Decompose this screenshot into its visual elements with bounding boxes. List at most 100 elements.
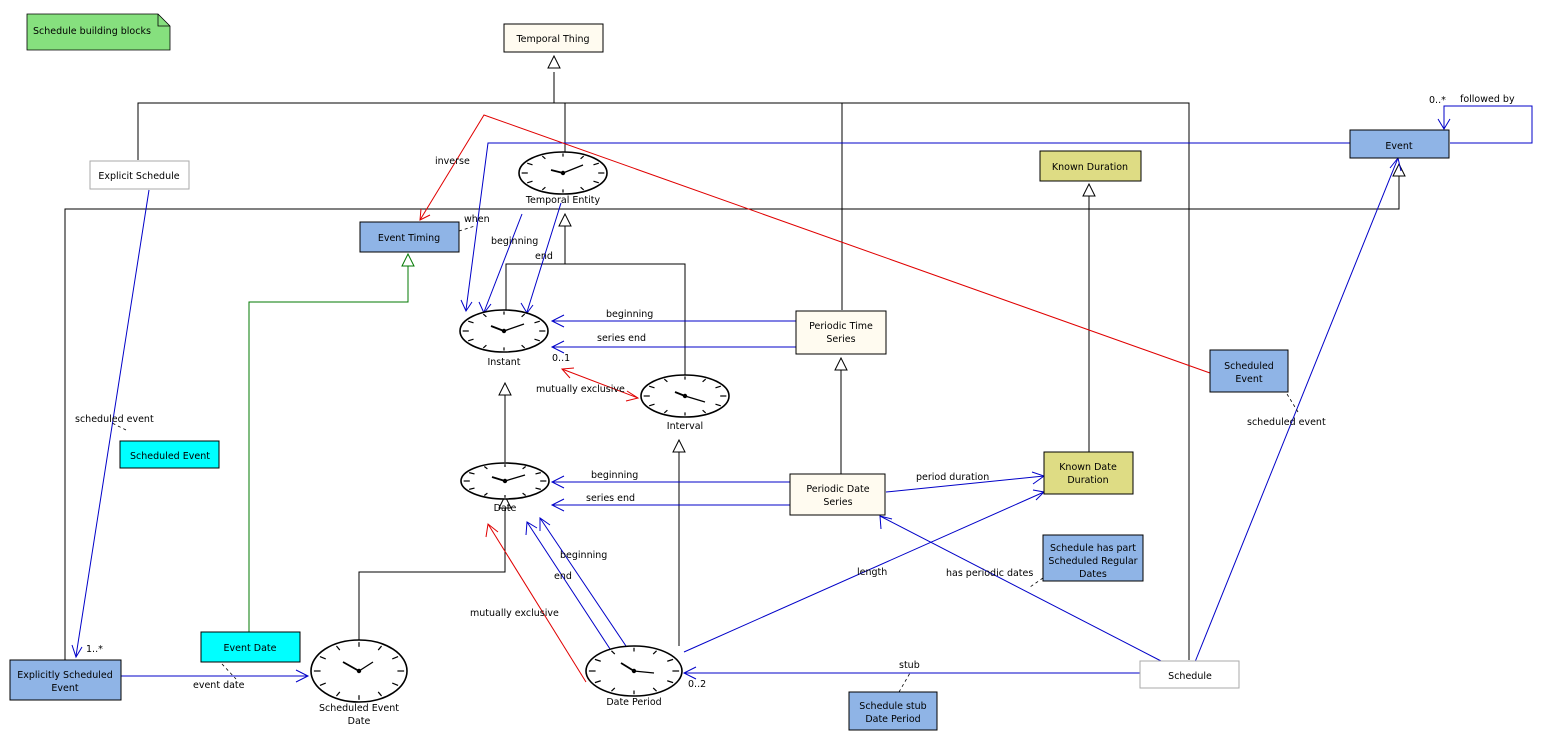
class-label: Scheduled Regular [1048, 556, 1137, 567]
class-label: Periodic Time [809, 321, 873, 332]
class-label: Schedule [1168, 671, 1212, 682]
association-arrowheads [71, 118, 1451, 683]
class-label: Known Duration [1052, 162, 1128, 173]
class-temporal-thing[interactable]: Temporal Thing [503, 23, 604, 53]
label-has-periodic-dates: has periodic dates [946, 568, 1033, 579]
label-series-end: series end [597, 333, 646, 344]
class-label: Event [1385, 141, 1412, 152]
clock-label: Date [494, 503, 517, 514]
clock-label: Scheduled Event [319, 703, 399, 714]
clock-center [682, 393, 688, 399]
class-explicitly-scheduled-event[interactable]: Explicitly Scheduled Event [9, 659, 122, 701]
class-label: Scheduled [1224, 361, 1274, 372]
clock-classes: Temporal EntityInstantIntervalDateSchedu… [310, 151, 730, 727]
class-label: Duration [1067, 475, 1108, 486]
class-label: Explicit Schedule [98, 171, 179, 182]
clock-minute-hand [684, 395, 706, 403]
class-label: Event [1235, 374, 1262, 385]
clock-center [502, 478, 508, 484]
label-multiplicity: 1..* [86, 644, 103, 655]
note-text: Schedule building blocks [33, 26, 151, 37]
class-label: Known Date [1059, 462, 1117, 473]
clock-ticks [463, 464, 547, 498]
class-label: Series [826, 334, 855, 345]
clock-ticks [588, 647, 680, 695]
note-scheduled-event[interactable]: Scheduled Event [119, 440, 220, 469]
clock-minute-hand [504, 474, 526, 482]
label-mutually-exclusive: mutually exclusive [470, 608, 559, 619]
class-schedule[interactable]: Schedule [1139, 660, 1240, 689]
clock-hour-hand [490, 325, 505, 332]
label-scheduled-event: scheduled event [1247, 417, 1326, 428]
class-schedule-stub-date-period[interactable]: Schedule stub Date Period [848, 691, 938, 731]
note-event-date[interactable]: Event Date [200, 631, 301, 663]
class-scheduled-event[interactable]: Scheduled Event [1209, 349, 1289, 393]
clock-center [501, 328, 507, 334]
label-multiplicity: 0..* [1429, 95, 1446, 106]
clock-center [560, 170, 566, 176]
class-label: Event [51, 683, 78, 694]
generalization-arrowheads [498, 54, 1406, 509]
clock-temporal-entity[interactable]: Temporal Entity [518, 151, 608, 206]
label-beginning: beginning [591, 470, 638, 481]
label-inverse: inverse [435, 156, 470, 167]
class-label: Series [823, 497, 852, 508]
clock-label: Interval [667, 421, 703, 432]
clock-minute-hand [358, 661, 374, 672]
label-end: end [554, 571, 572, 582]
label-stub: stub [899, 660, 920, 671]
clock-ticks [521, 153, 605, 193]
class-known-duration[interactable]: Known Duration [1039, 150, 1142, 182]
label-series-end: series end [586, 493, 635, 504]
label-length: length [857, 567, 887, 578]
class-label: Temporal Thing [515, 34, 589, 45]
clock-label: Date [348, 716, 371, 727]
generalization-lines [64, 72, 1400, 660]
label-when: when [464, 214, 490, 225]
clock-label: Date Period [606, 697, 661, 708]
clock-instant[interactable]: Instant [459, 309, 549, 368]
association-labels: inverse when beginning end followed by 0… [75, 94, 1515, 691]
class-label: Schedule has part [1050, 543, 1136, 554]
class-periodic-date-series[interactable]: Periodic Date Series [789, 473, 886, 516]
clock-date[interactable]: Date [460, 462, 550, 514]
clock-hour-hand [491, 476, 506, 482]
class-explicit-schedule[interactable]: Explicit Schedule [89, 160, 190, 190]
class-label: Schedule stub [859, 701, 926, 712]
class-label: Explicitly Scheduled [17, 670, 113, 681]
clock-ticks [462, 311, 546, 351]
class-label: Dates [1079, 569, 1107, 580]
class-periodic-time-series[interactable]: Periodic Time Series [795, 310, 887, 355]
label-end: end [535, 251, 553, 262]
label-beginning: beginning [560, 550, 607, 561]
label-beginning: beginning [491, 236, 538, 247]
label-period-duration: period duration [916, 472, 989, 483]
class-known-date-duration[interactable]: Known Date Duration [1043, 451, 1134, 495]
clock-label: Temporal Entity [525, 195, 601, 206]
note-anchors [111, 225, 1299, 693]
class-label: Scheduled Event [130, 451, 210, 462]
label-event-date: event date [193, 680, 245, 691]
class-schedule-has-part[interactable]: Schedule has part Scheduled Regular Date… [1042, 534, 1144, 582]
clock-ticks [643, 376, 727, 416]
clock-interval[interactable]: Interval [640, 374, 730, 432]
label-mutually-exclusive: mutually exclusive [536, 384, 625, 395]
clock-minute-hand [562, 164, 584, 174]
clock-minute-hand [503, 323, 525, 332]
class-label: Event Date [224, 643, 277, 654]
association-lines [75, 105, 1533, 677]
diagram-title-note: Schedule building blocks [26, 13, 171, 51]
class-event[interactable]: Event [1349, 129, 1450, 159]
clock-minute-hand [633, 670, 655, 674]
class-event-timing[interactable]: Event Timing [359, 221, 460, 253]
clock-date-period[interactable]: Date Period [585, 645, 683, 708]
clock-hour-hand [342, 661, 360, 672]
label-multiplicity: 0..2 [688, 679, 706, 690]
clock-center [356, 668, 362, 674]
event-date-generalization [248, 252, 415, 632]
label-multiplicity: 0..1 [552, 353, 570, 364]
clock-center [631, 668, 637, 674]
clock-ticks [313, 642, 405, 700]
